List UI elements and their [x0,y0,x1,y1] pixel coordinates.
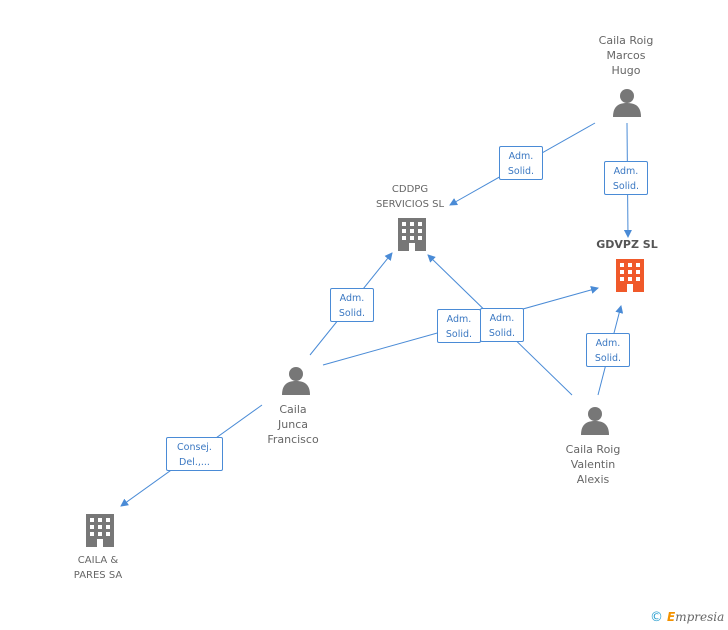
brand-logo-letter: E [667,610,676,624]
person-icon[interactable] [282,367,310,395]
copyright-icon: © [650,610,663,625]
node-label-caila-junca[interactable]: Caila Junca Francisco [267,403,319,446]
node-label-caila-roig-valentin[interactable]: Caila Roig Valentin Alexis [565,443,621,486]
person-icon[interactable] [613,89,641,117]
node-label-caila-roig-marcos[interactable]: Caila Roig Marcos Hugo [598,34,654,77]
building-icon[interactable] [398,218,426,251]
building-icon[interactable] [86,514,114,547]
brand-name: mpresia [675,610,725,624]
person-icon[interactable] [581,407,609,435]
edge-label-junca-caila-pares[interactable]: Consej. Del.,... [166,437,223,471]
node-label-cddpg-servicios[interactable]: CDDPG SERVICIOS SL [375,184,445,210]
edge-label-valentin-gdvpz[interactable]: Adm. Solid. [586,333,630,367]
edge-label-junca-gdvpz[interactable]: Adm. Solid. [437,309,481,343]
node-label-caila-pares[interactable]: CAILA & PARES SA [73,555,123,581]
footer-brand[interactable]: © Empresia [650,610,724,625]
edge-label-marcos-cddpg[interactable]: Adm. Solid. [499,146,543,180]
edge-label-junca-cddpg[interactable]: Adm. Solid. [330,288,374,322]
edge-label-valentin-cddpg[interactable]: Adm. Solid. [480,308,524,342]
building-icon[interactable] [616,259,644,292]
node-label-gdvpz[interactable]: GDVPZ SL [596,238,658,251]
edge-label-marcos-gdvpz[interactable]: Adm. Solid. [604,161,648,195]
